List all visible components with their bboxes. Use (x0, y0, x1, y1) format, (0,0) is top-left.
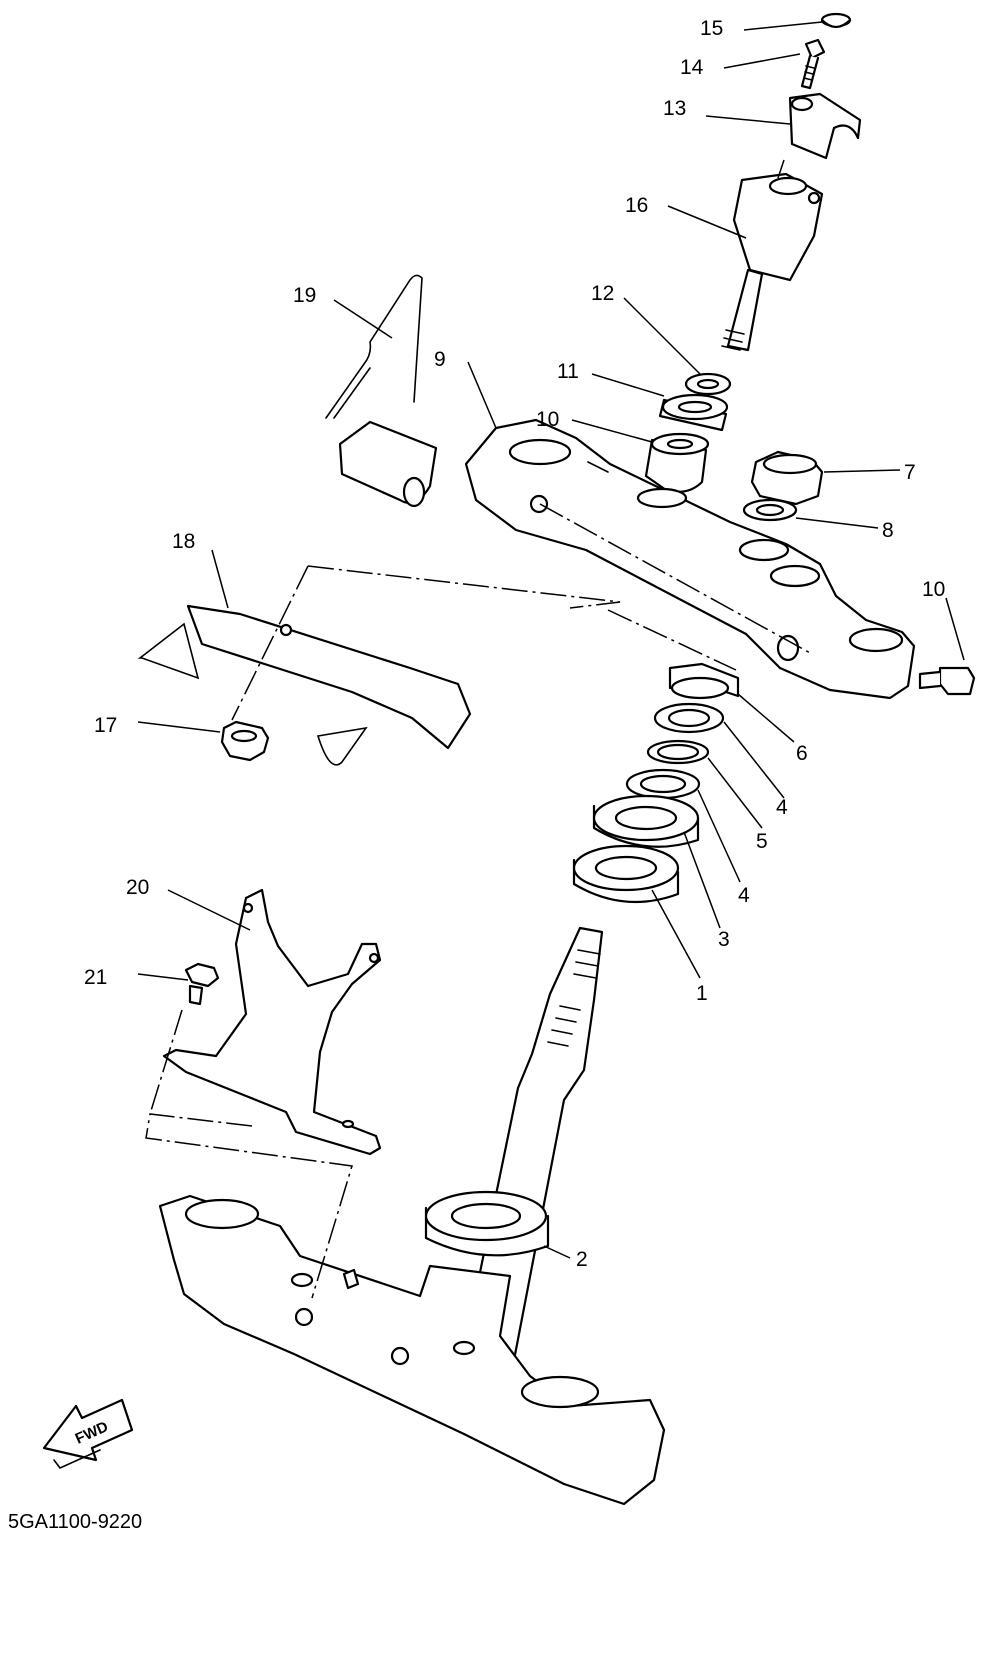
callout-1: 1 (696, 982, 708, 1005)
part-4-ring-nut-upper (653, 702, 725, 734)
part-10-bolt (918, 666, 976, 696)
callout-9: 9 (434, 348, 446, 371)
part-17-handlebar-holder-lower (721, 159, 824, 352)
callout-8: 8 (882, 519, 894, 542)
part-2-lower-bearing (424, 1190, 550, 1257)
part-13-washer (684, 372, 732, 396)
callout-17: 16 (625, 194, 648, 217)
callout-22: 21 (84, 966, 107, 989)
callout-10: 10 (922, 578, 945, 601)
part-19-stay (137, 604, 472, 766)
callout-labels: 15 14 13 16 12 11 10 9 19 7 8 10 6 4 5 4… (84, 17, 945, 1271)
part-21-bracket (162, 888, 382, 1156)
callout-7: 7 (904, 461, 916, 484)
drawing-code: 5GA1100-9220 (8, 1511, 142, 1533)
callout-5: 5 (756, 830, 768, 853)
part-6-washer (668, 662, 740, 700)
callout-3: 3 (718, 928, 730, 951)
callout-15: 14 (680, 56, 704, 79)
callout-14: 13 (663, 97, 686, 120)
part-18-nut (220, 720, 270, 762)
callout-4-lower: 4 (738, 884, 750, 907)
callout-11: 10 (536, 408, 559, 431)
part-5-washer (646, 739, 710, 765)
callout-19: 18 (172, 530, 195, 553)
part-20-stay-clip (325, 274, 438, 508)
part-12-bush (658, 393, 729, 432)
leader-lines (137, 21, 965, 1259)
callout-16: 15 (700, 17, 723, 40)
part-7-nut (750, 450, 824, 506)
callout-4-upper: 4 (776, 796, 788, 819)
part-14-handlebar-holder-upper (788, 92, 862, 160)
part-11-damper (644, 432, 710, 493)
alignment-lines (145, 503, 813, 1299)
callout-2: 2 (576, 1248, 588, 1271)
part-1-bearing (572, 844, 680, 904)
callout-6: 6 (796, 742, 808, 765)
part-8-washer (742, 498, 798, 522)
part-3-bearing (592, 794, 700, 848)
part-4-ring-nut-lower (625, 768, 701, 800)
part-22-bolt (184, 962, 220, 1006)
part-16-cap (820, 12, 852, 29)
callout-20: 19 (293, 284, 316, 307)
part-9-upper-bracket (464, 418, 916, 700)
under-bracket (158, 1194, 666, 1506)
callout-21: 20 (126, 876, 149, 899)
callout-18: 17 (94, 714, 117, 737)
callout-13: 12 (591, 282, 614, 305)
fwd-arrow: FWD (42, 1398, 134, 1469)
part-15-bolt (800, 38, 826, 90)
callout-12: 11 (557, 360, 579, 383)
